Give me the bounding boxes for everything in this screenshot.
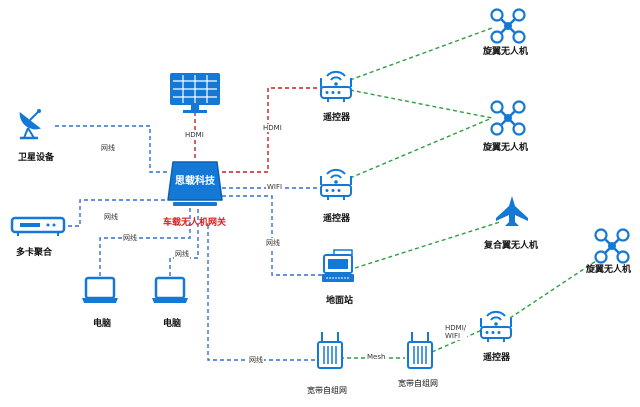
remote-controller-icon: [320, 70, 352, 103]
link-label: 网线: [248, 355, 264, 365]
laptop-icon: [150, 276, 190, 305]
link-label: HDMI: [184, 131, 205, 139]
link-label: HDMI: [262, 124, 283, 132]
satellite-label: 卫星设备: [18, 153, 55, 163]
gateway-brand: 思载科技: [175, 174, 216, 187]
link-label: 网线: [103, 212, 119, 222]
drone-label: 旋翼无人机: [483, 143, 529, 153]
laptop-icon: [80, 276, 120, 305]
rc-label: 遥控器: [323, 113, 351, 123]
multicard-label: 多卡聚合: [16, 248, 53, 258]
link-label: 网线: [100, 143, 116, 153]
link-drone2: [349, 89, 493, 119]
mesh-radio-icon: [317, 331, 343, 369]
mesh-label: 宽带自组网: [398, 379, 438, 388]
multicard-aggregator-icon: [10, 216, 66, 236]
link-drone3: [349, 117, 493, 179]
drone-label: 旋翼无人机: [483, 47, 529, 57]
link-drone1: [349, 27, 493, 81]
remote-controller-icon: [480, 310, 512, 343]
link-fixedwing: [354, 221, 501, 269]
rotor-drone-icon: [594, 228, 630, 264]
rotor-drone-icon: [490, 8, 526, 44]
link-label: Mesh: [366, 353, 387, 361]
fixed-wing-drone-icon: [496, 196, 528, 226]
mesh-radio-icon: [407, 331, 433, 369]
rc-label: 遥控器: [323, 214, 351, 224]
ground-station-label: 地面站: [326, 296, 354, 306]
satellite-dish-icon: [19, 109, 41, 140]
link-mesh-rc3: [431, 329, 483, 353]
mesh-label: 宽带自组网: [307, 386, 347, 395]
link-label: 网线: [265, 238, 281, 248]
rc-label: 遥控器: [483, 353, 511, 363]
link-label: 网线: [122, 233, 138, 243]
link-multicard: [68, 199, 168, 227]
gateway-caption: 车载无人机网关: [163, 218, 227, 228]
link-label: WIFI: [266, 183, 284, 191]
link-satellite: [55, 125, 168, 173]
pc-label: 电脑: [93, 319, 112, 329]
ground-station-icon: [322, 249, 354, 282]
fixed-wing-label: 复合翼无人机: [484, 241, 539, 251]
link-ground: [222, 195, 322, 276]
gateway-device-icon: [167, 161, 223, 206]
link-label: HDMI/ WIFI: [444, 324, 468, 340]
link-mesh: [207, 225, 318, 361]
display-panel-icon: [170, 73, 220, 113]
rotor-drone-icon: [490, 100, 526, 136]
pc-label: 电脑: [163, 319, 182, 329]
drone-label: 旋翼无人机: [586, 265, 632, 275]
link-label: 网线: [174, 249, 190, 259]
remote-controller-icon: [320, 168, 352, 201]
link-rc3-drone: [509, 254, 606, 319]
